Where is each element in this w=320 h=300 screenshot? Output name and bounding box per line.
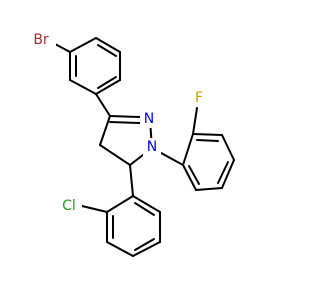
bond [97,76,117,89]
atom-labels: Br N N F Cl [26,30,207,216]
bond [192,107,198,135]
bond [97,44,117,57]
bond [195,187,223,191]
bond [109,115,141,118]
bond [221,159,235,189]
nitrogen-2-label: N [144,111,154,127]
fluorine-label: F [195,90,203,106]
bond [54,43,71,53]
bond [99,115,111,146]
bond [129,164,134,197]
chlorine-label: Cl [62,198,76,214]
bond [95,37,121,53]
bond [217,161,229,184]
bond [134,238,155,251]
nitrogen-1-label: N [147,139,157,155]
bond [99,144,131,166]
bond [182,133,194,166]
bond [106,195,134,213]
bond [182,164,197,191]
bond [69,79,97,95]
bond [69,37,97,53]
bond [132,241,161,257]
bond [192,133,223,136]
bond [81,205,108,213]
bond [95,79,121,95]
chemical-structure: Br N N F Cl [26,30,235,257]
bromine-label: Br [33,32,49,48]
bond [196,139,219,142]
bond [109,121,141,124]
bond-lines [54,37,235,257]
bond [132,195,161,213]
bond [106,241,134,257]
bond [188,165,200,185]
bond [134,202,155,216]
bond [95,93,111,117]
bond [221,134,235,161]
